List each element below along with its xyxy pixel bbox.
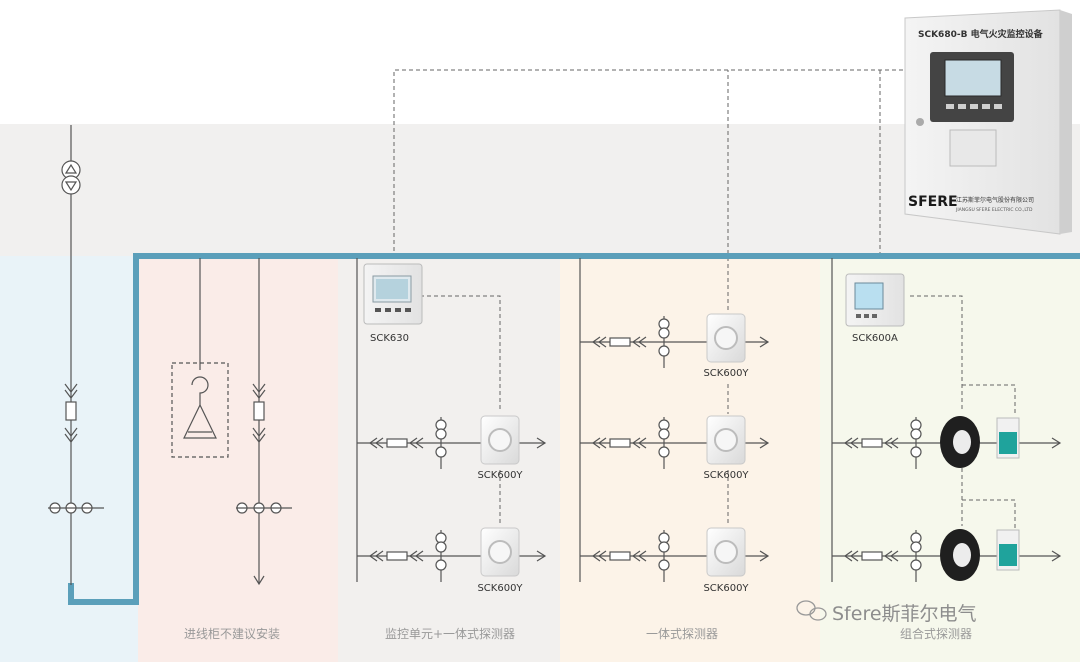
detector-s3-row1 (706, 415, 746, 465)
detector-s3-row0-label: SCK600Y (703, 368, 749, 379)
wechat-icon (796, 600, 827, 621)
detector-module-row1 (996, 417, 1020, 459)
panel-display (944, 59, 1002, 97)
comm-bus-dashed (393, 69, 1016, 528)
sck630-label: SCK630 (370, 333, 409, 344)
panel-brand: SFERE (908, 194, 958, 210)
section-label-combined: 组合式探测器 (900, 626, 972, 641)
main-panel-cabinet (904, 9, 1072, 235)
panel-company-en: JIANGSU SFERE ELECTRIC CO.,LTD (955, 207, 1033, 213)
watermark-text: Sfere斯菲尔电气 (832, 603, 977, 625)
panel-printer (949, 129, 997, 167)
top-band (0, 124, 1080, 256)
detector-s3-row2-label: SCK600Y (703, 583, 749, 594)
detector-devices: SCK600Y SCK600Y SCK600Y SCK600Y SCK600Y (477, 313, 1020, 594)
detector-s2-row2 (480, 527, 520, 577)
incoming-feeder (48, 125, 104, 585)
branch-s4-row1 (832, 417, 1062, 469)
main-busbar (68, 253, 1080, 605)
section-trunks (356, 258, 833, 582)
section-label-monitor-unit: 监控单元+一体式探测器 (385, 627, 515, 641)
section-3-bg (560, 256, 820, 662)
section-label-incoming: 进线柜不建议安装 (184, 626, 280, 641)
detector-s2-row1-label: SCK600Y (477, 470, 523, 481)
detector-s3-row2 (706, 527, 746, 577)
ring-ct-row2 (940, 529, 980, 581)
panel-company-cn: 江苏斯菲尔电气股份有限公司 (956, 196, 1034, 204)
fuse-icon (65, 401, 77, 421)
surge-arrester-box (171, 362, 229, 458)
monitor-sck600a (845, 273, 905, 327)
section-1-bg (138, 256, 338, 662)
section-label-integrated: 一体式探测器 (646, 627, 718, 641)
section-1-circuits (171, 258, 292, 586)
detector-module-row2 (996, 529, 1020, 571)
detector-s2-row1 (480, 415, 520, 465)
detector-s3-row1-label: SCK600Y (703, 470, 749, 481)
branch-s2-row2 (357, 530, 547, 582)
branch-s3-row0 (580, 316, 770, 368)
transformer-secondary-icon (61, 175, 81, 195)
panel-lock-icon (916, 118, 924, 126)
detector-s2-row2-label: SCK600Y (477, 583, 523, 594)
branch-circuits (357, 316, 1062, 582)
monitor-sck630 (363, 263, 423, 325)
sck600a-label: SCK600A (852, 333, 898, 344)
ring-ct-row1 (940, 416, 980, 468)
detector-s3-row0 (706, 313, 746, 363)
branch-s3-row1 (580, 417, 770, 469)
panel-header-title: SCK680-B 电气火灾监控设备 (918, 28, 1044, 40)
